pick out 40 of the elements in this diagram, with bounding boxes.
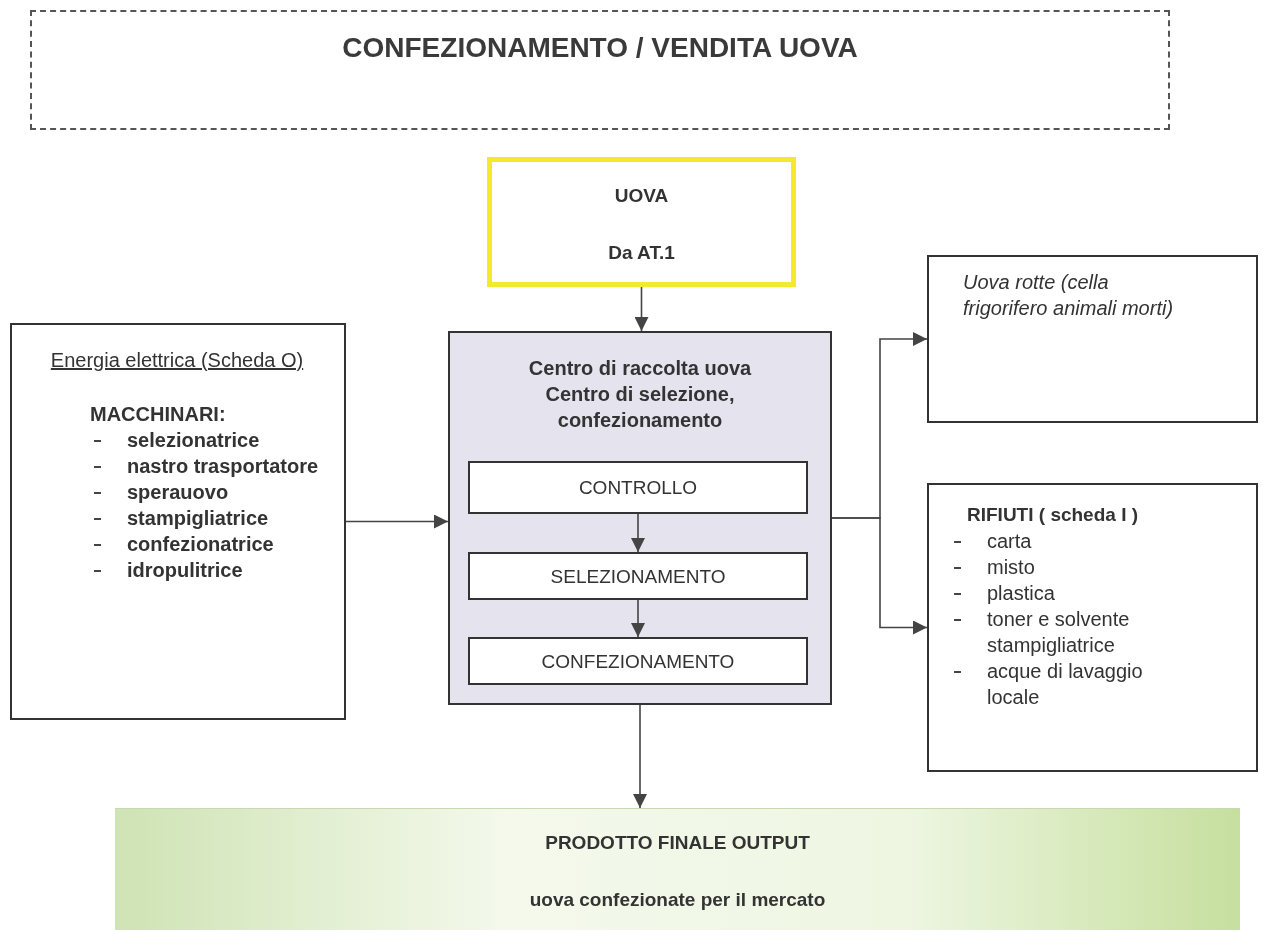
step-label: SELEZIONAMENTO	[549, 565, 727, 589]
title-box	[30, 10, 1170, 130]
node-text: Da AT.1	[607, 240, 676, 265]
process-box	[448, 331, 832, 705]
step-label: CONTROLLO	[577, 476, 699, 500]
list-item: sperauovo	[127, 480, 229, 505]
list-item: selezionatrice	[127, 428, 260, 453]
node-heading: UOVA	[613, 184, 670, 208]
list-item: misto	[987, 554, 1035, 580]
arrow	[634, 286, 649, 332]
arrow	[631, 513, 645, 553]
node-heading: PRODOTTO FINALE OUTPUT	[544, 831, 811, 855]
list-item: stampigliatrice	[127, 506, 269, 531]
step-label: CONFEZIONAMENTO	[540, 650, 736, 674]
node-heading: Centro di selezione, confezionamento	[544, 382, 736, 433]
list-item: nastro trasportatore	[127, 454, 319, 479]
list-item: acque di lavaggio locale	[987, 658, 1144, 710]
list-item: carta	[987, 528, 1032, 554]
node-heading: Centro di raccolta uova	[527, 356, 753, 381]
box-heading: CONFEZIONAMENTO / VENDITA UOVA	[341, 31, 859, 65]
output-box	[927, 255, 1258, 423]
arrow	[345, 514, 449, 529]
node-text: uova confezionate per il mercato	[528, 887, 827, 912]
section-heading: MACCHINARI:	[90, 402, 227, 427]
arrow	[631, 599, 645, 638]
node-heading: RIFIUTI ( scheda I )	[967, 503, 1140, 527]
arrow	[831, 517, 928, 635]
step-box	[468, 637, 808, 685]
node-heading: Energia elettrica (Scheda O)	[49, 348, 305, 373]
list-item: confezionatrice	[127, 532, 274, 557]
node-text: Uova rotte (cella frigorifero animali morti)	[963, 270, 1175, 321]
resource-box	[10, 323, 346, 720]
list-item: plastica	[987, 580, 1055, 606]
input-box	[487, 157, 796, 287]
arrow	[633, 704, 647, 809]
list-item: idropulitrice	[127, 558, 243, 583]
output-band	[115, 808, 1240, 930]
step-box	[468, 552, 808, 600]
step-box	[468, 461, 808, 514]
waste-box	[927, 483, 1258, 772]
